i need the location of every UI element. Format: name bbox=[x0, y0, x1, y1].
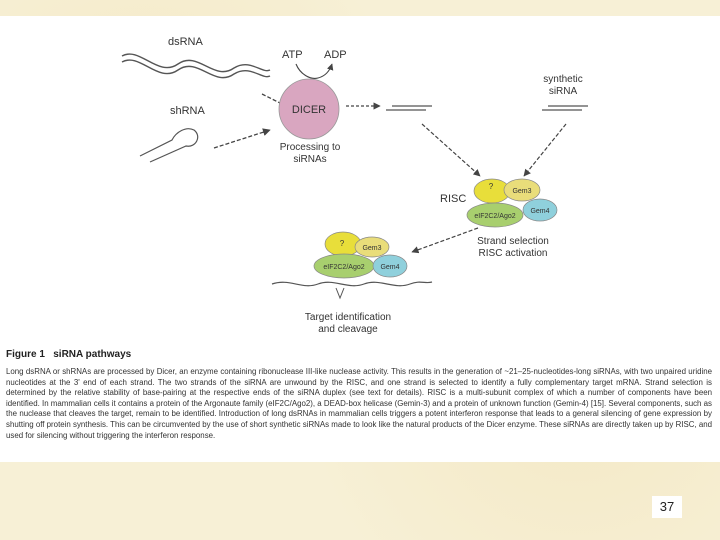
eif2c2-ago2-upper bbox=[466, 202, 524, 228]
risc-complex-lower: ? Gem3 eIF2C2/Ago2 Gem4 bbox=[313, 231, 408, 279]
figure-caption-title: Figure 1 siRNA pathways bbox=[6, 349, 131, 360]
shrna-hairpin bbox=[139, 128, 199, 163]
dicer-label: DICER bbox=[292, 104, 326, 116]
atp-label: ATP bbox=[282, 49, 303, 61]
arrow-sirna-to-risc bbox=[421, 123, 481, 177]
dsrna-strand-top bbox=[121, 53, 271, 73]
gem3-label-lower: Gem3 bbox=[362, 245, 381, 252]
processing-label-1: Processing to bbox=[280, 142, 341, 153]
gem4-lower bbox=[372, 254, 408, 278]
figure-panel: dsRNA shRNA ATP ADP DICER Processing to … bbox=[0, 16, 720, 462]
figure-caption-text: Long dsRNA or shRNAs are processed by Di… bbox=[6, 367, 712, 440]
arrow-activation bbox=[411, 227, 479, 254]
dicer-enzyme bbox=[278, 78, 340, 140]
strand-selection-label: Strand selection bbox=[477, 236, 549, 247]
dsrna-label: dsRNA bbox=[168, 36, 204, 48]
synthetic-label-2: siRNA bbox=[549, 86, 578, 97]
question-label-upper: ? bbox=[489, 182, 494, 191]
eif-label-upper: eIF2C2/Ago2 bbox=[474, 213, 515, 220]
processing-label-2: siRNAs bbox=[293, 154, 326, 165]
dsrna-strand-bottom bbox=[121, 59, 271, 79]
risc-complex-upper: ? Gem3 eIF2C2/Ago2 Gem4 bbox=[466, 178, 558, 228]
risc-label: RISC bbox=[440, 193, 466, 205]
gem4-label-upper: Gem4 bbox=[530, 208, 549, 215]
gem4-label-lower: Gem4 bbox=[380, 264, 399, 271]
synthetic-label-1: synthetic bbox=[543, 74, 582, 85]
shrna-label: shRNA bbox=[170, 105, 206, 117]
figure-number: Figure 1 bbox=[6, 349, 45, 360]
sirna-pathway-diagram: dsRNA shRNA ATP ADP DICER Processing to … bbox=[121, 36, 588, 335]
target-identification-label: Target identification bbox=[305, 312, 391, 323]
gem3-upper bbox=[503, 178, 541, 202]
arrow-shrna-to-dicer bbox=[213, 128, 271, 149]
eif-label-lower: eIF2C2/Ago2 bbox=[323, 264, 364, 271]
cleavage-mark bbox=[335, 287, 345, 300]
adp-label: ADP bbox=[324, 49, 347, 61]
risc-activation-label: RISC activation bbox=[479, 248, 548, 259]
cleavage-label: and cleavage bbox=[318, 324, 378, 335]
figure-title: siRNA pathways bbox=[53, 349, 132, 360]
gem3-lower bbox=[354, 236, 390, 258]
gem4-upper bbox=[522, 198, 558, 222]
atp-adp-arrow bbox=[295, 63, 334, 79]
page-number: 37 bbox=[652, 496, 682, 518]
target-mrna bbox=[271, 281, 433, 287]
gem3-label-upper: Gem3 bbox=[512, 188, 531, 195]
arrow-synthetic-to-risc bbox=[523, 123, 567, 177]
question-label-lower: ? bbox=[340, 239, 345, 248]
